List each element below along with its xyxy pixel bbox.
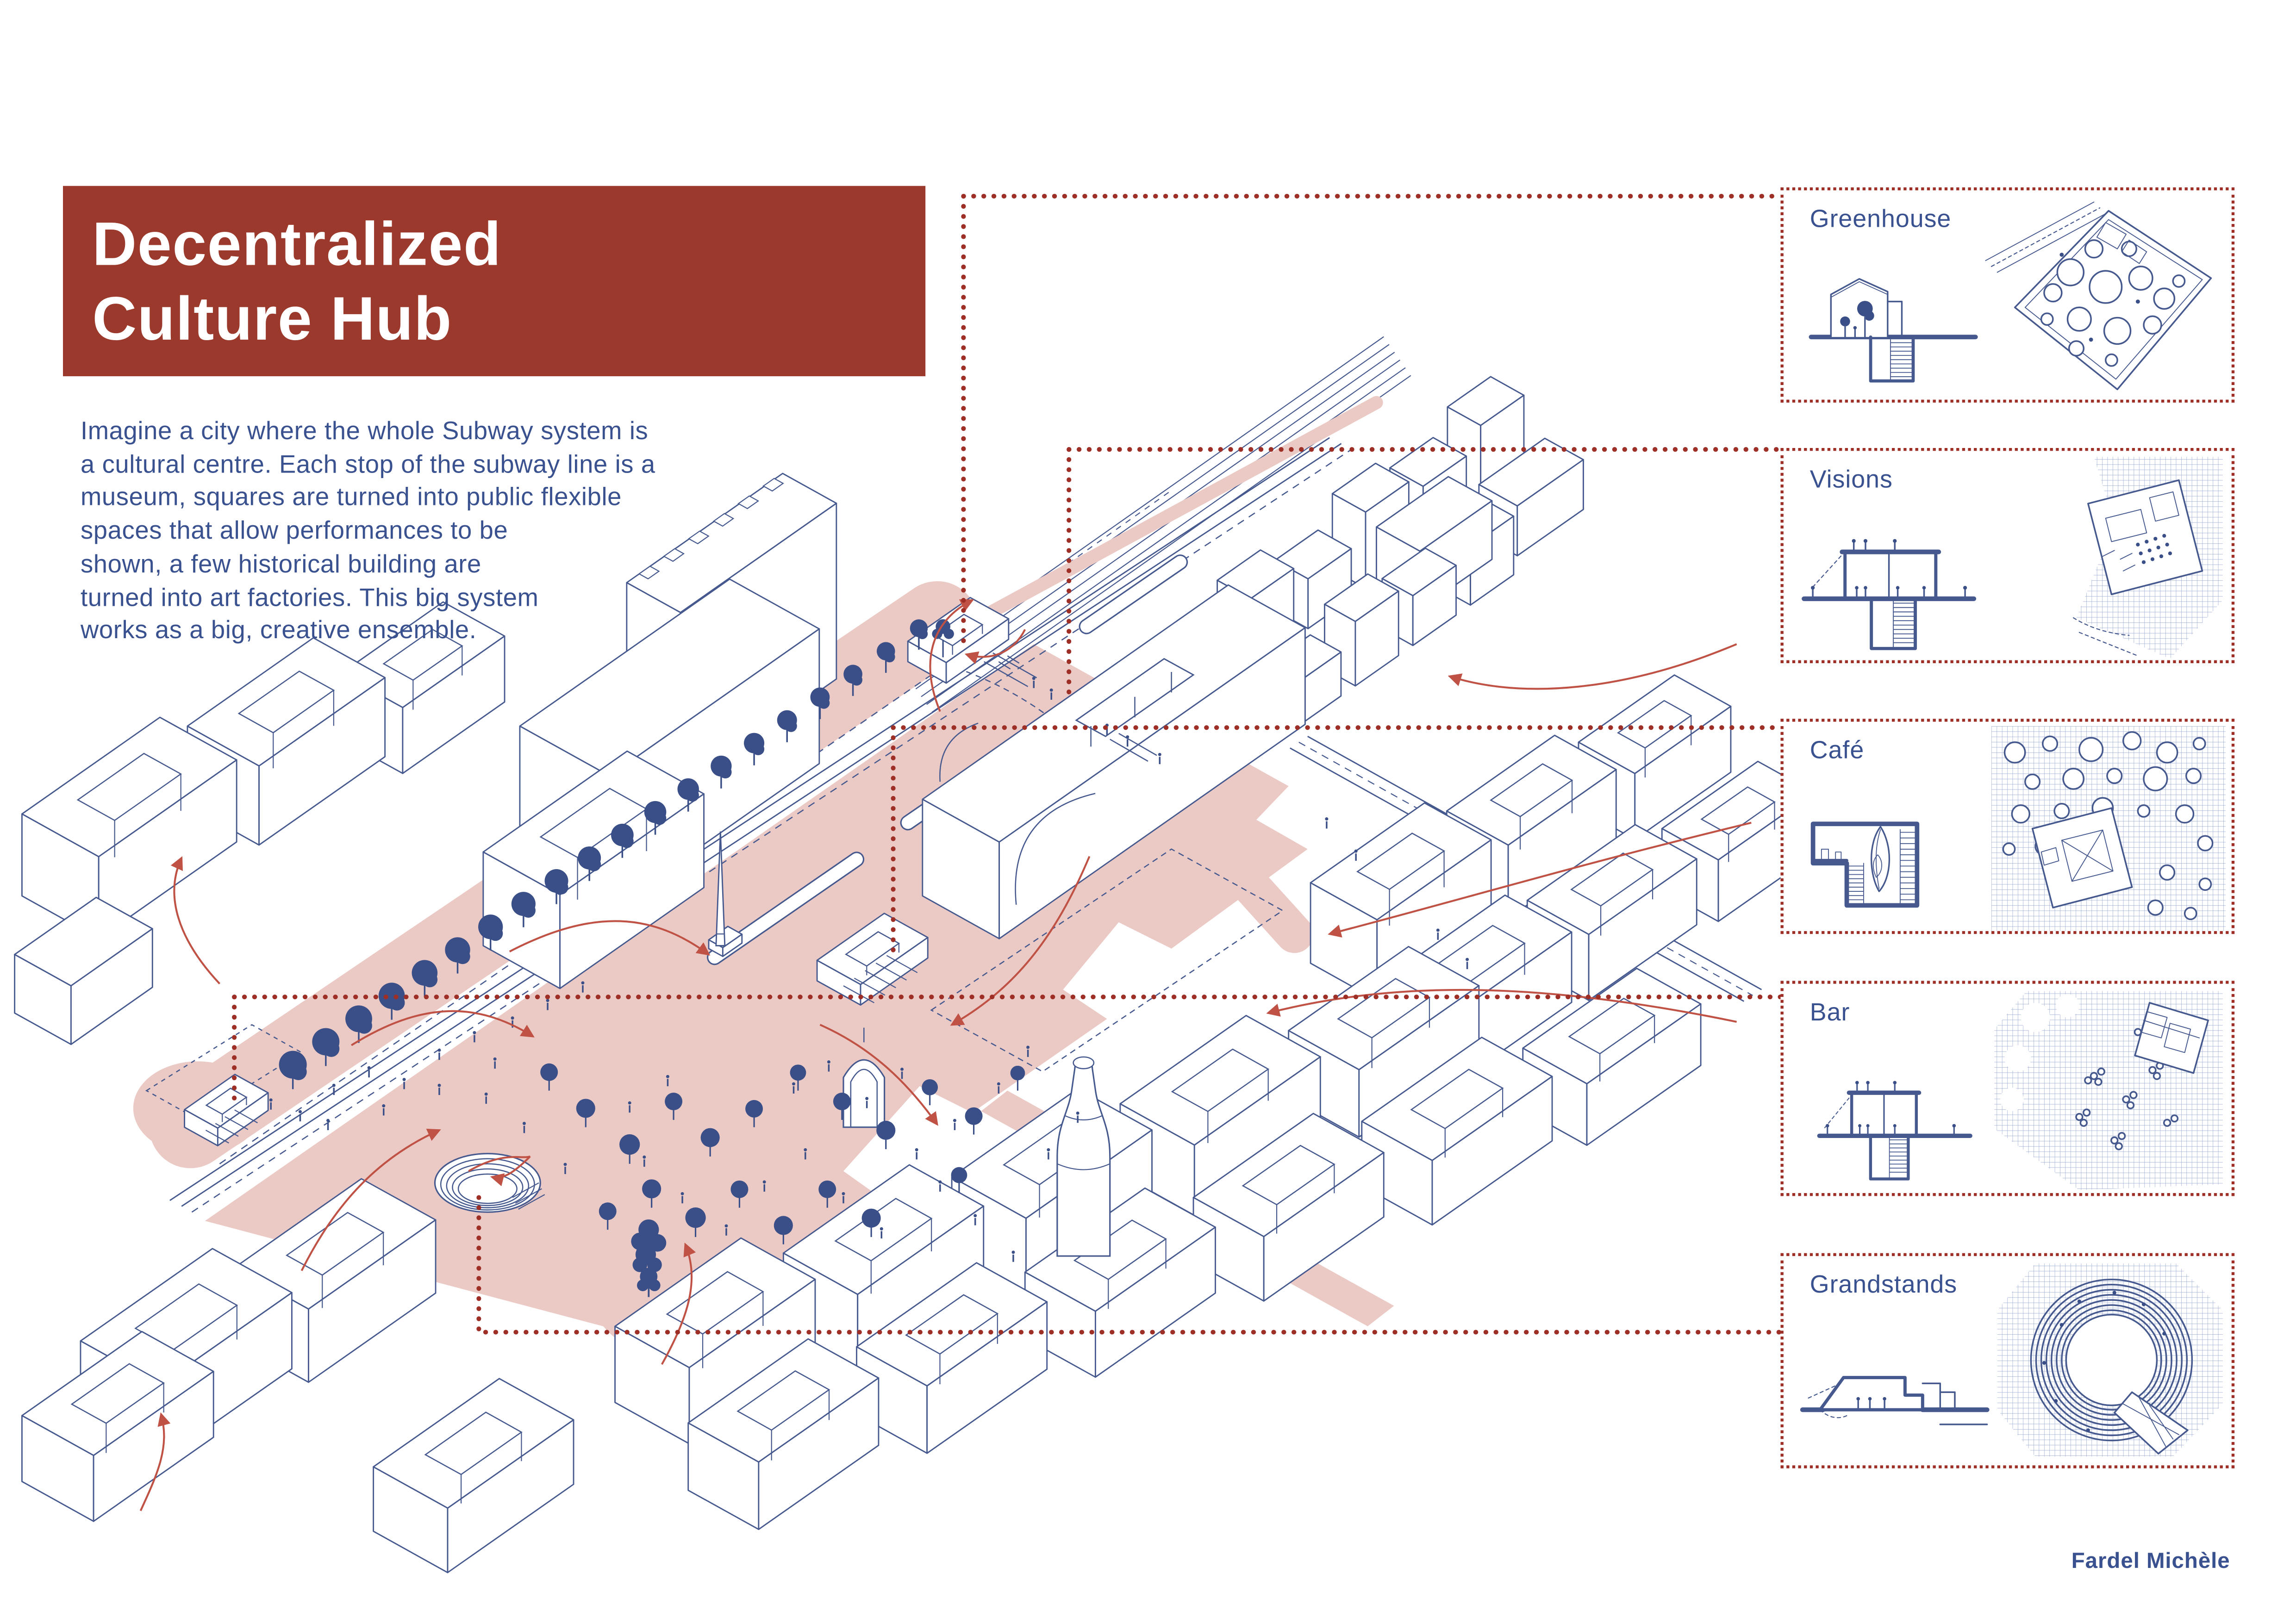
greenhouse-plan-drawing xyxy=(1985,201,2212,391)
intro-line: museum, squares are turned into public f… xyxy=(80,482,622,512)
greenhouse-section-drawing xyxy=(1809,278,1978,383)
visions-section-drawing xyxy=(1802,539,1977,650)
people-figures xyxy=(269,677,1469,1262)
visions-plan-drawing xyxy=(2073,456,2223,659)
landmark-structures xyxy=(205,478,1195,1297)
cafe-section-drawing xyxy=(1810,821,1920,908)
title-block: Decentralized Culture Hub xyxy=(63,186,926,376)
panel-label-visions: Visions xyxy=(1809,465,1893,494)
intro-line: spaces that allow performances to be xyxy=(80,515,508,545)
panel-bar: Bar xyxy=(1780,981,2235,1196)
panel-grandstands: Grandstands xyxy=(1780,1253,2235,1468)
intro-line: a cultural centre. Each stop of the subw… xyxy=(80,449,655,479)
flow-arrows xyxy=(139,599,1752,1511)
poster-title-line1: Decentralized xyxy=(92,209,502,279)
panel-cafe: Café xyxy=(1780,719,2235,934)
panel-label-greenhouse: Greenhouse xyxy=(1809,205,1952,233)
panel-label-bar: Bar xyxy=(1809,998,1850,1026)
panel-visions: Visions xyxy=(1780,448,2235,663)
poster-title-line2: Culture Hub xyxy=(92,284,452,354)
panel-label-cafe: Café xyxy=(1809,736,1865,765)
grandstands-section-drawing xyxy=(1800,1376,1990,1425)
intro-line: Imagine a city where the whole Subway sy… xyxy=(80,416,649,445)
intro-paragraph: Imagine a city where the whole Subway sy… xyxy=(81,414,655,647)
intro-line: works as a big, creative ensemble. xyxy=(80,615,477,645)
panel-connector-lines xyxy=(232,193,1783,1335)
panel-greenhouse: Greenhouse xyxy=(1780,187,2235,403)
grandstands-plan-drawing xyxy=(1997,1263,2223,1457)
bar-section-drawing xyxy=(1817,1081,1972,1181)
trees xyxy=(279,619,1025,1244)
cafe-plan-drawing xyxy=(1991,726,2226,931)
intro-line: turned into art factories. This big syst… xyxy=(80,582,539,611)
panel-label-grandstands: Grandstands xyxy=(1809,1270,1958,1299)
intro-line: shown, a few historical building are xyxy=(80,548,481,578)
author-credit: Fardel Michèle xyxy=(2071,1548,2230,1574)
bar-plan-drawing xyxy=(1994,991,2223,1190)
